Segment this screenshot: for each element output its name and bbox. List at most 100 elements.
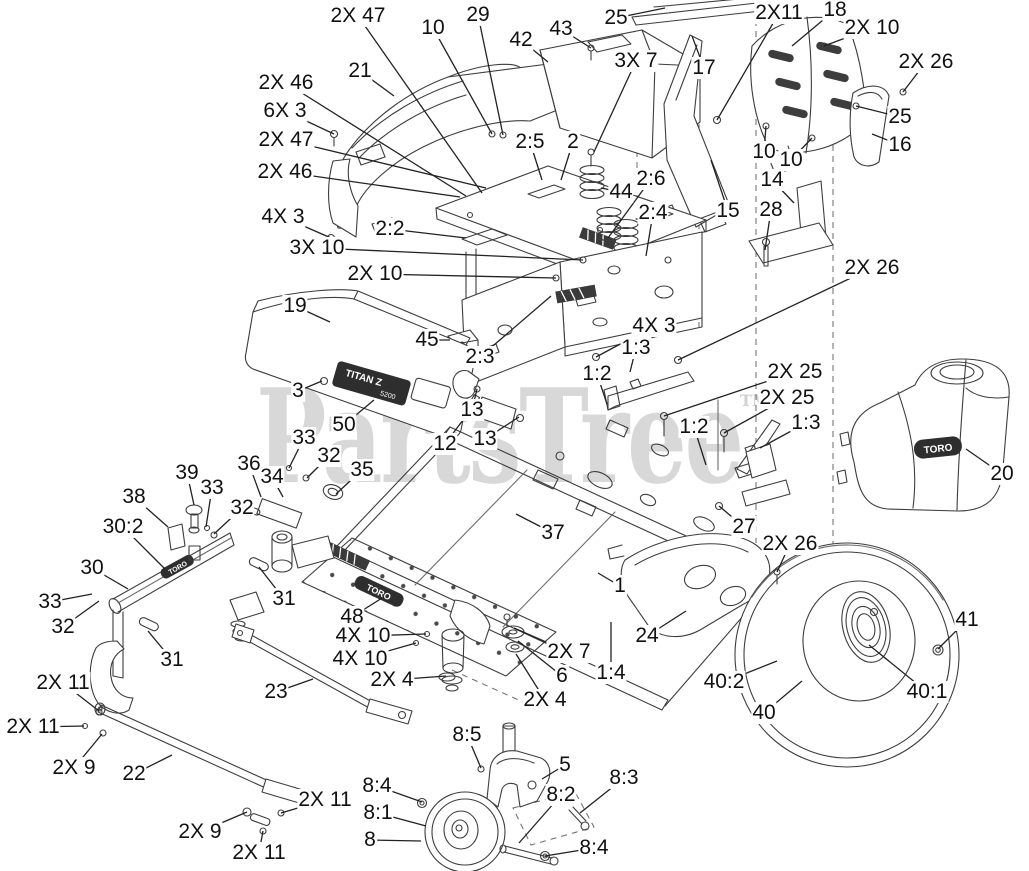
leader-line — [677, 267, 873, 361]
callout-label: 42 — [508, 27, 534, 52]
callout-label: 2X 25 — [758, 385, 816, 410]
callout-label: 5 — [558, 752, 572, 777]
leader-line — [369, 839, 422, 842]
callout-label: 6X 3 — [262, 98, 308, 123]
callout-label: 22 — [121, 761, 147, 786]
caster-assembly — [416, 722, 590, 871]
callout-label: 40:1 — [905, 679, 949, 704]
callout-label: 27 — [731, 514, 757, 539]
callout-label: 2X 4 — [369, 667, 415, 692]
callout-label: 2X 47 — [257, 127, 315, 152]
callout-label: 2X 26 — [897, 49, 955, 74]
callout-label: 1:4 — [595, 660, 627, 685]
callout-label: 2X 46 — [256, 159, 314, 184]
rear-wheel — [734, 542, 960, 768]
callout-label: 29 — [465, 2, 491, 27]
callout-label: 13 — [459, 397, 485, 422]
callout-label: 31 — [271, 586, 297, 611]
fasteners — [326, 42, 907, 647]
callout-label: 2:4 — [637, 200, 669, 225]
callout-label: 44 — [608, 179, 634, 204]
callout-label: 8 — [363, 827, 377, 852]
callout-label: 2X 10 — [346, 261, 404, 286]
callout-label: 39 — [174, 460, 200, 485]
callout-label: 4X 10 — [334, 623, 392, 648]
leader-line — [316, 247, 584, 261]
callout-label: 12 — [432, 431, 458, 456]
callout-label: 37 — [540, 520, 566, 545]
callout-label: 14 — [759, 167, 785, 192]
callout-label: 4X 3 — [631, 313, 677, 338]
callout-label: 8:3 — [608, 765, 640, 790]
callout-label: 45 — [414, 327, 440, 352]
leader-line — [285, 139, 487, 189]
callout-label: 30 — [79, 555, 105, 580]
callout-label: 2X 46 — [257, 70, 315, 95]
callout-label: 31 — [159, 647, 185, 672]
callout-label: 2X 25 — [766, 359, 824, 384]
callout-label: 2:6 — [635, 166, 667, 191]
seat-springs — [579, 148, 639, 254]
callout-label: 32 — [50, 614, 76, 639]
callout-label: 1:2 — [678, 414, 710, 439]
callout-label: 1:2 — [581, 361, 613, 386]
leader-line — [374, 273, 557, 279]
callout-label: 17 — [691, 55, 717, 80]
callout-label: 2:5 — [514, 129, 546, 154]
callout-label: 2X 9 — [177, 819, 223, 844]
callout-label: 10 — [778, 147, 804, 172]
callout-label: 28 — [758, 197, 784, 222]
leader-line — [284, 171, 461, 198]
callout-label: 41 — [954, 607, 980, 632]
callout-label: 48 — [339, 604, 365, 629]
callout-label: 38 — [121, 484, 147, 509]
callout-label: 23 — [263, 679, 289, 704]
callout-label: 25 — [887, 104, 913, 129]
callout-label: 36 — [236, 451, 262, 476]
callout-label: 1:3 — [620, 335, 652, 360]
callout-label: 2X 47 — [329, 3, 387, 28]
callout-label: 18 — [822, 0, 848, 22]
callout-label: 50 — [331, 412, 357, 437]
callout-label: 3X 10 — [288, 235, 346, 260]
callout-label: 2X 11 — [297, 787, 353, 812]
callout-label: 10 — [420, 15, 446, 40]
callout-label: 15 — [715, 198, 741, 223]
rear-bracket — [748, 180, 834, 267]
callout-label: 2X 26 — [761, 531, 819, 556]
callout-label: 2:2 — [374, 216, 406, 241]
callout-label: 2 — [566, 129, 580, 154]
callout-label: 16 — [887, 132, 913, 157]
lift-arms — [603, 371, 791, 511]
callout-label: 8:5 — [451, 722, 483, 747]
leader-line — [517, 640, 563, 677]
callout-label: 30:2 — [101, 514, 145, 539]
callout-label: 32 — [316, 443, 342, 468]
callout-label: 20 — [989, 461, 1015, 486]
callout-label: 40:2 — [702, 669, 746, 694]
leader-line — [285, 82, 467, 197]
callout-label: 8:4 — [578, 835, 610, 860]
callout-label: 2X 26 — [843, 255, 901, 280]
callout-label: 10 — [751, 139, 777, 164]
callout-label: 33 — [199, 475, 225, 500]
callout-label: 13 — [472, 426, 498, 451]
callout-label: 24 — [634, 623, 660, 648]
top-strips — [631, 0, 762, 26]
callout-label: 40 — [751, 700, 777, 725]
callout-label: 34 — [259, 464, 285, 489]
titan-decal-sub: 5200 — [379, 390, 396, 401]
leader-line — [357, 15, 483, 194]
callout-label: 2X11 — [754, 0, 804, 25]
callout-label: 8:1 — [362, 800, 394, 825]
callout-label: 25 — [603, 5, 629, 30]
callout-label: 8:4 — [361, 773, 393, 798]
callout-label: 3X 7 — [613, 48, 659, 73]
callout-label: 1:3 — [790, 410, 822, 435]
callout-label: 8:2 — [545, 782, 577, 807]
callout-label: 21 — [347, 58, 373, 83]
callout-label: 2X 7 — [546, 639, 592, 664]
callout-label: 6 — [555, 663, 569, 688]
callout-label: 2X 11 — [5, 714, 61, 739]
callout-label: 3 — [291, 378, 305, 403]
